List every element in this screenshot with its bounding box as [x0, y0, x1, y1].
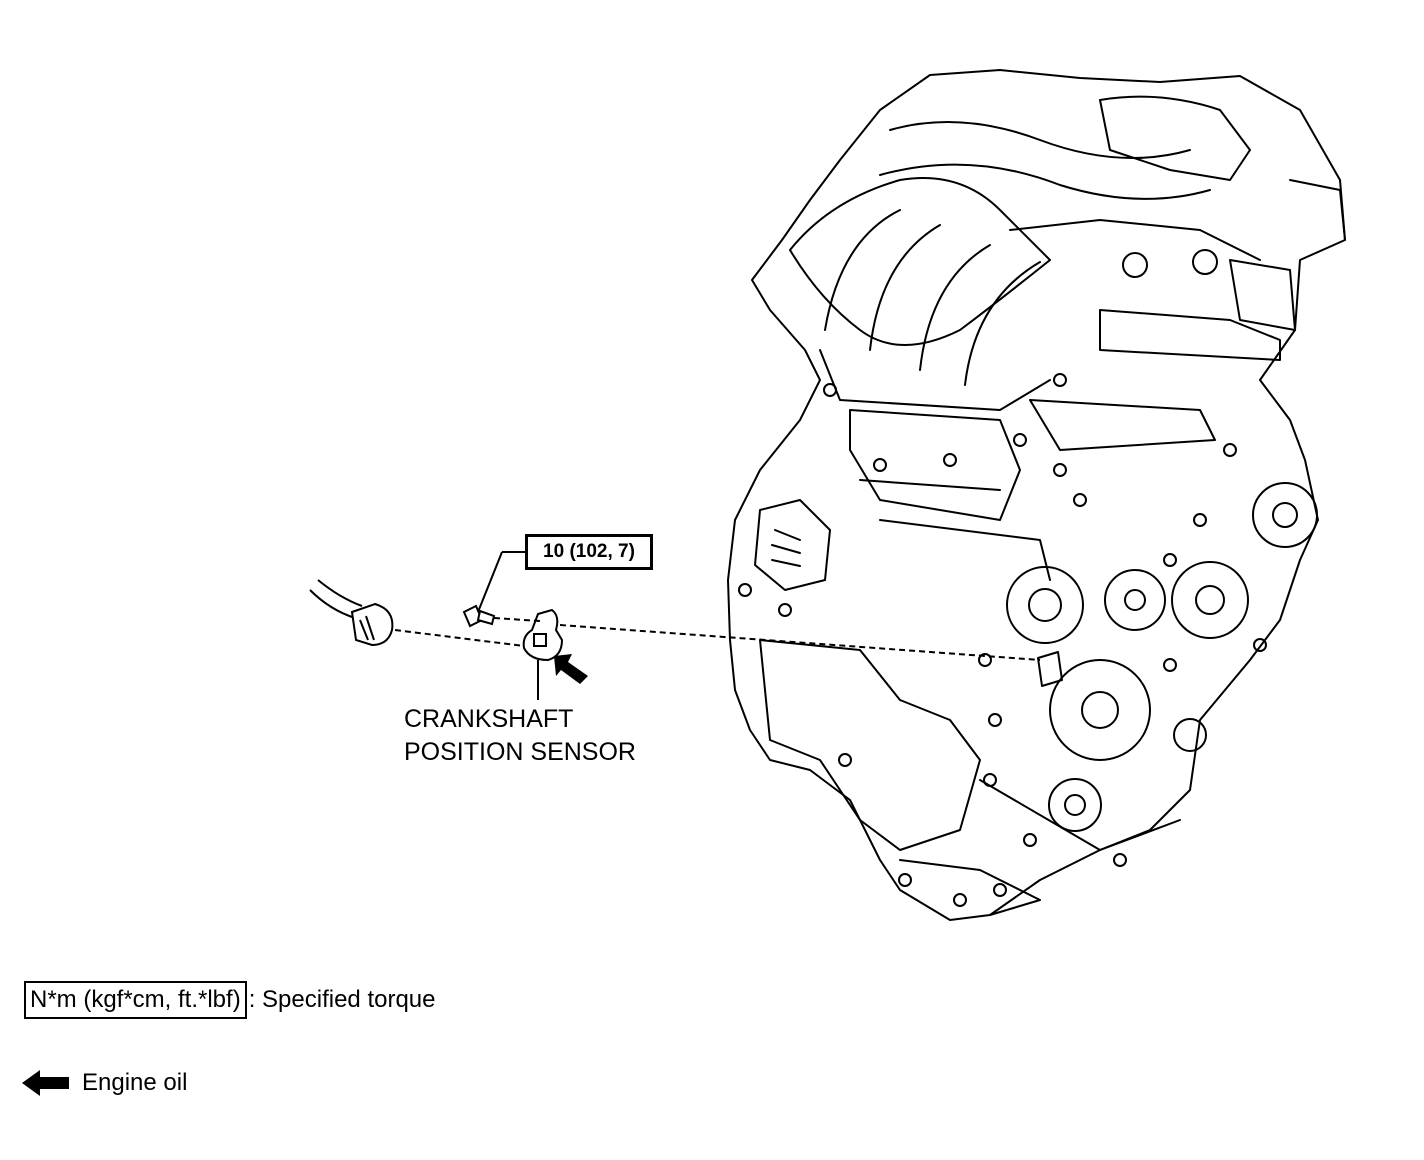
- assembly-guide-lines: [394, 617, 1041, 661]
- part-label-line-2: POSITION SENSOR: [404, 738, 636, 766]
- left-arrow-icon: [22, 1070, 69, 1096]
- legend-torque-desc: : Specified torque: [248, 986, 436, 1013]
- part-label-crankshaft-position-sensor: CRANKSHAFT POSITION SENSOR: [404, 703, 636, 769]
- legend-oil-desc: Engine oil: [82, 1069, 188, 1096]
- torque-callout: 10 (102, 7): [525, 534, 653, 570]
- sensor-connector: [350, 602, 394, 647]
- legend-specified-torque: N*m (kgf*cm, ft.*lbf) : Specified torque: [24, 980, 436, 1020]
- engine-oil-arrow-icon: [554, 654, 588, 684]
- connector-wire-harness: [309, 579, 363, 619]
- leader-lines: [477, 551, 539, 700]
- part-label-line-1: CRANKSHAFT: [404, 705, 574, 733]
- crankshaft-position-sensor: [522, 608, 564, 662]
- engine-block-illustration: [727, 69, 1346, 921]
- legend-torque-box: N*m (kgf*cm, ft.*lbf): [24, 981, 247, 1019]
- legend-engine-oil: Engine oil: [22, 1066, 187, 1100]
